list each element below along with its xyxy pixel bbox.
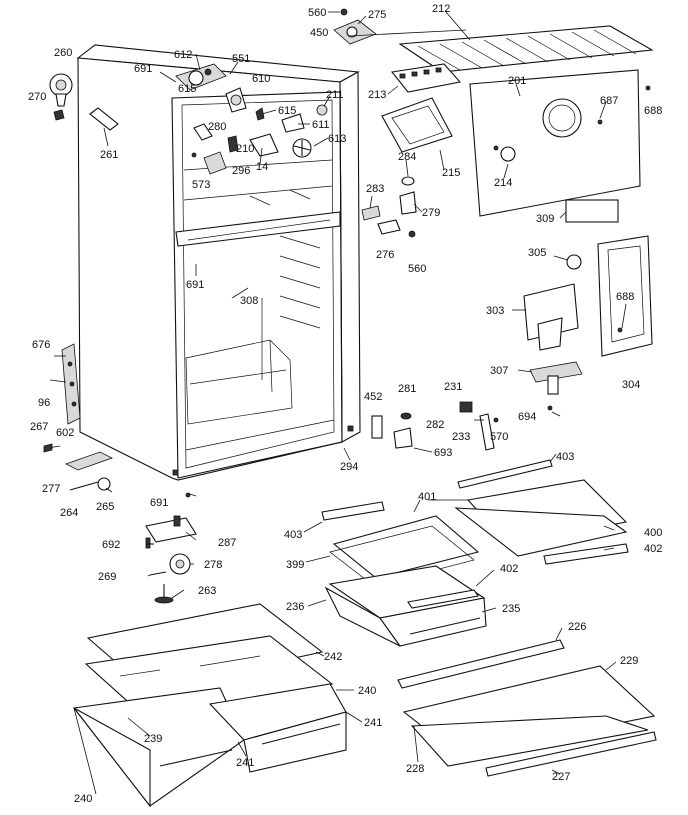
part-label-236: 236 — [286, 601, 304, 613]
part-label-277: 277 — [42, 483, 60, 495]
part-label-613: 613 — [328, 133, 346, 145]
part-label-96: 96 — [38, 397, 50, 409]
part-label-231: 231 — [444, 381, 462, 393]
base-parts — [64, 451, 197, 604]
part-label-309: 309 — [536, 213, 554, 225]
part-label-296: 296 — [232, 165, 250, 177]
part-label-241: 241 — [236, 757, 254, 769]
part-label-692: 692 — [102, 539, 120, 551]
cabinet-top-components — [175, 63, 328, 175]
part-label-212: 212 — [432, 3, 450, 15]
part-label-267: 267 — [30, 421, 48, 433]
part-label-688: 688 — [616, 291, 634, 303]
pan-cover-and-drawers — [72, 603, 347, 808]
part-label-615: 615 — [278, 105, 296, 117]
part-label-214: 214 — [494, 177, 512, 189]
part-label-211: 211 — [326, 89, 344, 101]
part-label-403: 403 — [284, 529, 302, 541]
part-label-611: 611 — [312, 119, 330, 131]
part-label-450: 450 — [310, 27, 328, 39]
part-label-399: 399 — [286, 559, 304, 571]
part-label-235: 235 — [502, 603, 520, 615]
part-label-229: 229 — [620, 655, 638, 667]
part-label-269: 269 — [98, 571, 116, 583]
leader-lines — [73, 11, 627, 795]
part-label-213: 213 — [368, 89, 386, 101]
part-label-215: 215 — [442, 167, 460, 179]
part-label-676: 676 — [32, 339, 50, 351]
part-label-400: 400 — [644, 527, 662, 539]
part-label-275: 275 — [368, 9, 386, 21]
part-label-570: 570 — [490, 431, 508, 443]
part-label-691: 691 — [134, 63, 152, 75]
part-label-280: 280 — [208, 121, 226, 133]
part-label-402: 402 — [500, 563, 518, 575]
part-label-264: 264 — [60, 507, 78, 519]
ice-tray-and-bin — [381, 63, 462, 153]
shelf-support-hardware — [343, 401, 553, 461]
part-label-260: 260 — [54, 47, 72, 59]
part-label-241: 241 — [364, 717, 382, 729]
part-label-602: 602 — [56, 427, 74, 439]
part-label-560: 560 — [308, 7, 326, 19]
part-label-551: 551 — [232, 53, 250, 65]
part-label-308: 308 — [240, 295, 258, 307]
part-label-279: 279 — [422, 207, 440, 219]
freezer-shelf-and-cover — [398, 25, 654, 223]
damper-control-parts — [333, 8, 417, 238]
part-label-227: 227 — [552, 771, 570, 783]
part-label-691: 691 — [186, 279, 204, 291]
part-label-573: 573 — [192, 179, 210, 191]
part-label-691: 691 — [150, 497, 168, 509]
part-labels: 560 275 212 450 260 270 612 691 551 615 … — [28, 3, 662, 805]
part-label-226: 226 — [568, 621, 586, 633]
part-label-263: 263 — [198, 585, 216, 597]
part-label-242: 242 — [324, 651, 342, 663]
part-label-278: 278 — [204, 559, 222, 571]
part-label-282: 282 — [426, 419, 444, 431]
part-label-201: 201 — [508, 75, 526, 87]
part-label-281: 281 — [398, 383, 416, 395]
part-label-239: 239 — [144, 733, 162, 745]
part-label-560: 560 — [408, 263, 426, 275]
part-label-401: 401 — [418, 491, 436, 503]
crisper-drawer — [324, 565, 487, 647]
part-label-228: 228 — [406, 763, 424, 775]
part-label-688: 688 — [644, 105, 662, 117]
air-duct-assembly — [523, 235, 653, 395]
part-label-233: 233 — [452, 431, 470, 443]
part-label-276: 276 — [376, 249, 394, 261]
part-label-270: 270 — [28, 91, 46, 103]
part-label-261: 261 — [100, 149, 118, 161]
part-label-403: 403 — [556, 451, 574, 463]
part-label-240: 240 — [74, 793, 92, 805]
part-label-284: 284 — [398, 151, 416, 163]
part-label-307: 307 — [490, 365, 508, 377]
part-label-304: 304 — [622, 379, 640, 391]
part-label-287: 287 — [218, 537, 236, 549]
part-label-693: 693 — [434, 447, 452, 459]
part-label-615: 615 — [178, 83, 196, 95]
part-label-452: 452 — [364, 391, 382, 403]
part-label-610: 610 — [252, 73, 270, 85]
part-label-210: 210 — [236, 143, 254, 155]
part-label-240: 240 — [358, 685, 376, 697]
bottom-shelf — [397, 639, 657, 777]
part-label-14: 14 — [256, 161, 268, 173]
part-label-687: 687 — [600, 95, 618, 107]
left-side-parts — [43, 73, 81, 453]
part-label-283: 283 — [366, 183, 384, 195]
part-label-402: 402 — [644, 543, 662, 555]
part-label-303: 303 — [486, 305, 504, 317]
part-label-612: 612 — [174, 49, 192, 61]
part-label-305: 305 — [528, 247, 546, 259]
part-label-294: 294 — [340, 461, 358, 473]
part-label-694: 694 — [518, 411, 536, 423]
part-label-265: 265 — [96, 501, 114, 513]
glass-shelves — [321, 459, 629, 587]
